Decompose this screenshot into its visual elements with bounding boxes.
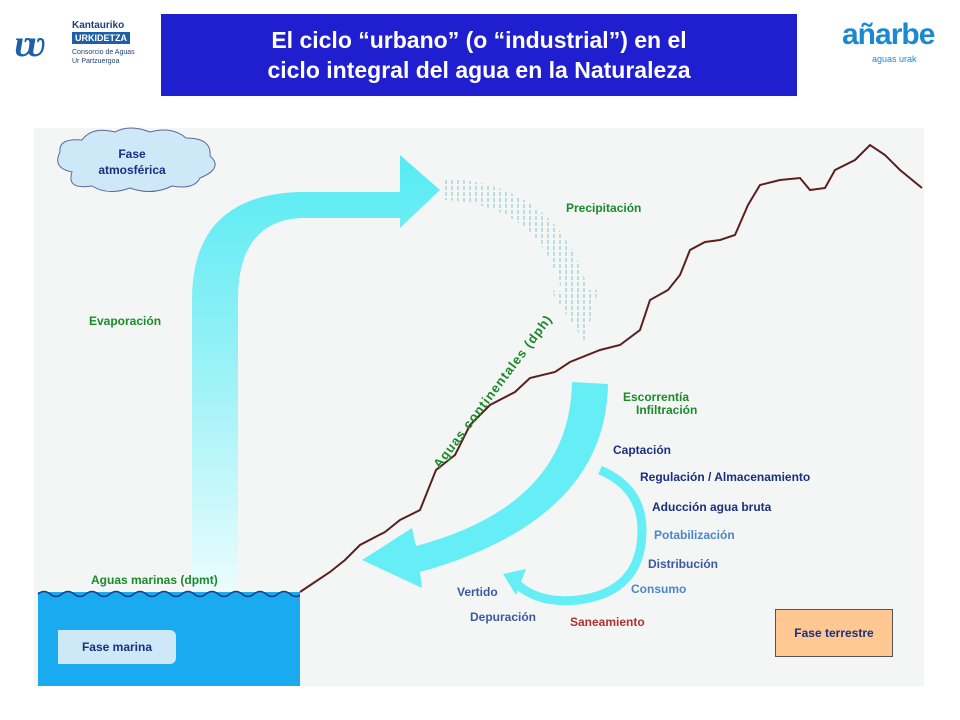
anarbe-logo: añarbe aguas urak bbox=[838, 18, 948, 72]
saneamiento-label: Saneamiento bbox=[570, 615, 645, 629]
page-title: El ciclo “urbano” (o “industrial”) en el… bbox=[267, 27, 691, 83]
distribucion-label: Distribución bbox=[648, 557, 719, 571]
anarbe-brand: añarbe bbox=[842, 18, 935, 51]
urban-loop-arrow bbox=[515, 465, 647, 606]
evaporacion-label: Evaporación bbox=[89, 314, 162, 328]
logo-line-2: URKIDETZA bbox=[72, 32, 130, 44]
continental-water-arrow bbox=[362, 382, 608, 588]
title-banner: El ciclo “urbano” (o “industrial”) en el… bbox=[161, 14, 797, 96]
evaporation-arrow bbox=[192, 155, 440, 590]
escorrentia-label: Escorrentía bbox=[623, 390, 690, 404]
ground-area bbox=[300, 145, 924, 686]
sea-waves bbox=[37, 590, 303, 598]
fase-marina-box: Fase marina bbox=[58, 630, 176, 664]
consorcio-logo: ʋʋ Kantauriko URKIDETZA Consorcio de Agu… bbox=[14, 18, 144, 78]
aguas-marinas-label: Aguas marinas (dpmt) bbox=[91, 573, 218, 587]
anarbe-sub: aguas urak bbox=[872, 54, 917, 64]
urban-loop-arrowhead bbox=[503, 569, 526, 595]
captacion-label: Captación bbox=[613, 443, 672, 457]
logo-line-1: Kantauriko bbox=[72, 20, 125, 31]
precipitation-arrow bbox=[445, 178, 598, 342]
regulacion-label: Regulación / Almacenamiento bbox=[640, 470, 811, 484]
potabilizacion-label: Potabilización bbox=[654, 528, 735, 542]
fase-terrestre-box: Fase terrestre bbox=[775, 609, 893, 657]
atmosphere-cloud bbox=[57, 127, 216, 192]
fase-atmosferica-label: Fase atmosférica bbox=[98, 147, 166, 177]
depuracion-label: Depuración bbox=[470, 610, 537, 624]
logo-line-3: Consorcio de Aguas Ur Partzuergoa bbox=[72, 49, 135, 65]
vertido-label: Vertido bbox=[457, 585, 498, 599]
terrain-line bbox=[299, 143, 923, 593]
infiltracion-label: Infiltración bbox=[636, 403, 698, 417]
precipitacion-label: Precipitación bbox=[566, 201, 642, 215]
aduccion-label: Aducción agua bruta bbox=[652, 500, 772, 514]
consumo-label: Consumo bbox=[631, 582, 687, 596]
